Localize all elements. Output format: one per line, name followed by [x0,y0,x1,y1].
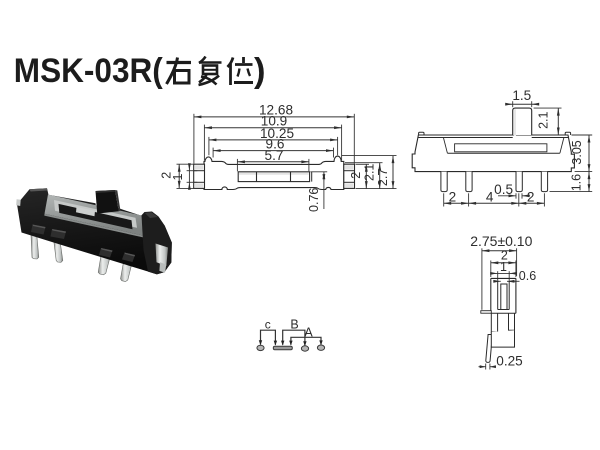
svg-text:MSK-03R(: MSK-03R( [14,52,163,90]
svg-text:5.7: 5.7 [265,148,284,163]
svg-text:c: c [265,318,271,332]
svg-text:2.7: 2.7 [376,169,390,186]
svg-text:0.76: 0.76 [307,188,321,212]
svg-text:3.05: 3.05 [570,140,584,164]
svg-text:9.6: 9.6 [266,137,285,152]
svg-text:): ) [254,52,266,90]
svg-text:2: 2 [160,172,174,179]
svg-text:2: 2 [349,172,363,179]
svg-text:0.5: 0.5 [494,182,513,197]
svg-text:1: 1 [171,173,185,180]
svg-text:0.25: 0.25 [496,353,522,368]
svg-text:12.68: 12.68 [259,103,293,118]
svg-text:1.6: 1.6 [569,174,583,191]
svg-text:B: B [290,318,298,332]
svg-text:2.75±0.10: 2.75±0.10 [470,233,532,249]
svg-text:10.25: 10.25 [260,126,294,141]
svg-text:2: 2 [449,189,457,204]
svg-text:1.5: 1.5 [512,88,531,103]
svg-text:2.1: 2.1 [362,164,376,181]
svg-text:0.6: 0.6 [519,269,536,283]
svg-text:4: 4 [486,189,494,204]
svg-text:2.1: 2.1 [537,111,551,128]
svg-text:1: 1 [500,260,507,274]
svg-text:2: 2 [527,189,535,204]
svg-text:2: 2 [501,249,508,263]
svg-text:10.9: 10.9 [261,114,287,129]
svg-text:A: A [304,326,313,340]
